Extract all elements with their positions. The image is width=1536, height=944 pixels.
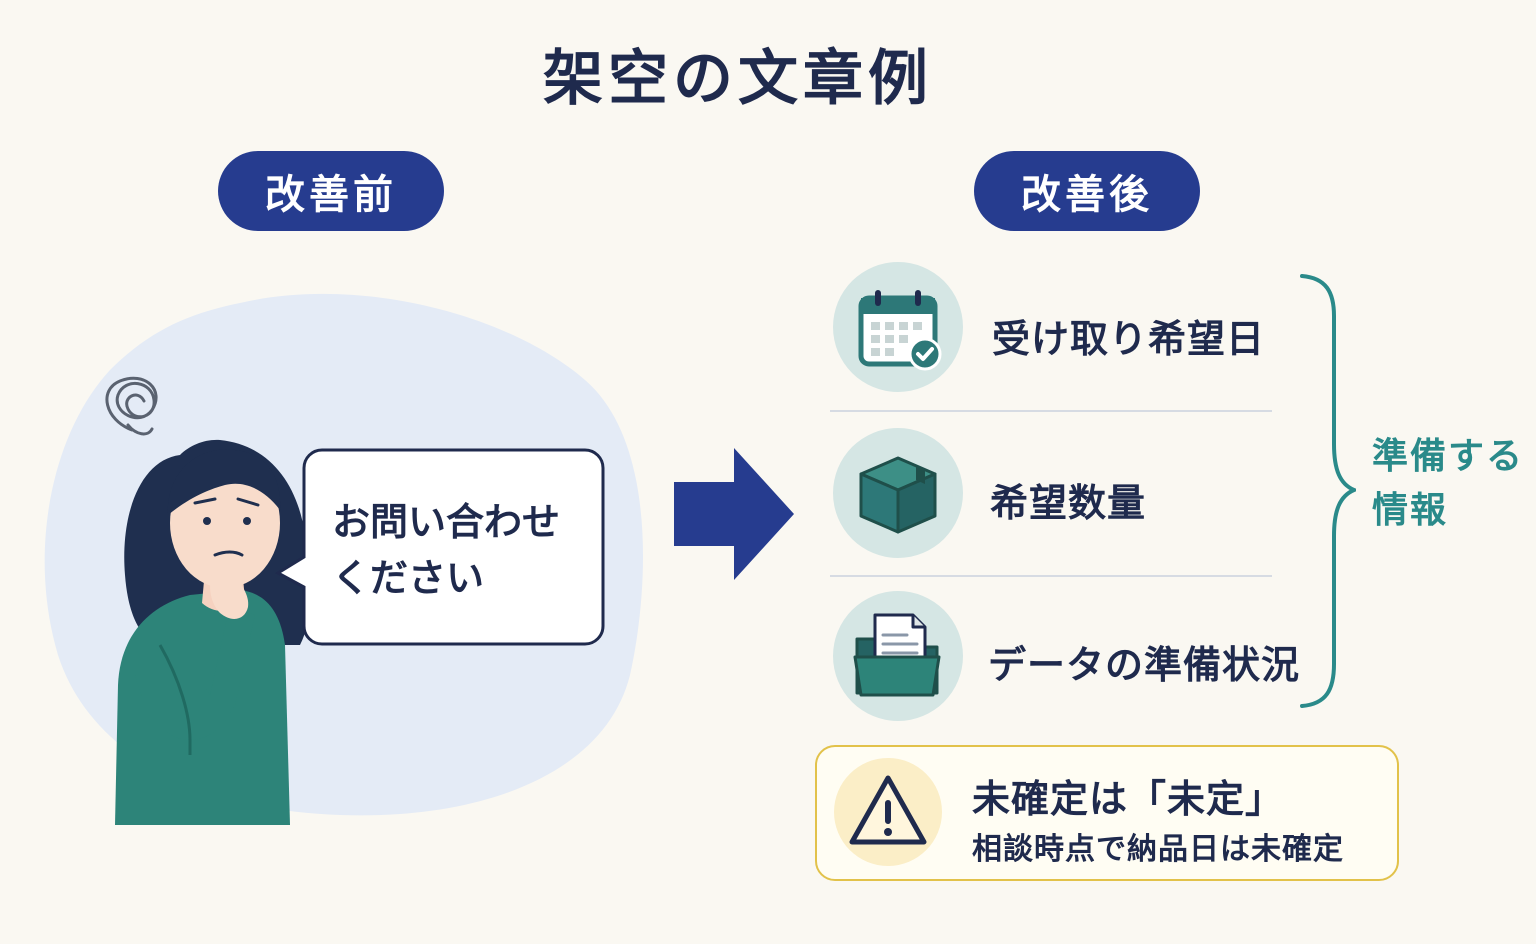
folder-document-icon [853, 613, 941, 697]
folder-icon-circle [833, 591, 963, 721]
speech-bubble-line: お問い合わせ [332, 500, 561, 544]
before-label-pill: 改善前 [218, 151, 444, 231]
confusion-scribble-icon [105, 376, 158, 436]
calendar-icon-circle [833, 262, 963, 392]
right-brace [1300, 274, 1356, 708]
brace-label: 準備する 情報 [1372, 430, 1532, 538]
brace-label-line: 情報 [1372, 490, 1449, 531]
speech-bubble [274, 448, 605, 646]
after-label-pill: 改善後 [974, 151, 1200, 231]
divider [830, 575, 1272, 577]
confused-person-illustration [44, 293, 644, 825]
warning-title: 未確定は「未定」 [972, 777, 1285, 821]
calendar-check-icon [858, 290, 942, 371]
page-title: 架空の文章例 [543, 44, 933, 114]
item-label-quantity: 希望数量 [990, 481, 1147, 525]
warning-subtitle: 相談時点で納品日は未確定 [972, 832, 1344, 867]
warning-triangle-icon [849, 775, 927, 845]
box-icon-circle [833, 428, 963, 558]
box-icon [859, 456, 937, 534]
speech-bubble-line: ください [332, 556, 485, 600]
divider [830, 410, 1272, 412]
brace-label-line: 準備する [1372, 436, 1525, 477]
item-label-receive-date: 受け取り希望日 [992, 317, 1266, 361]
warning-icon-circle [834, 758, 942, 866]
speech-bubble-text: お問い合わせ ください [332, 494, 592, 606]
item-label-data-status: データの準備状況 [988, 643, 1301, 687]
right-arrow-icon [674, 448, 794, 580]
